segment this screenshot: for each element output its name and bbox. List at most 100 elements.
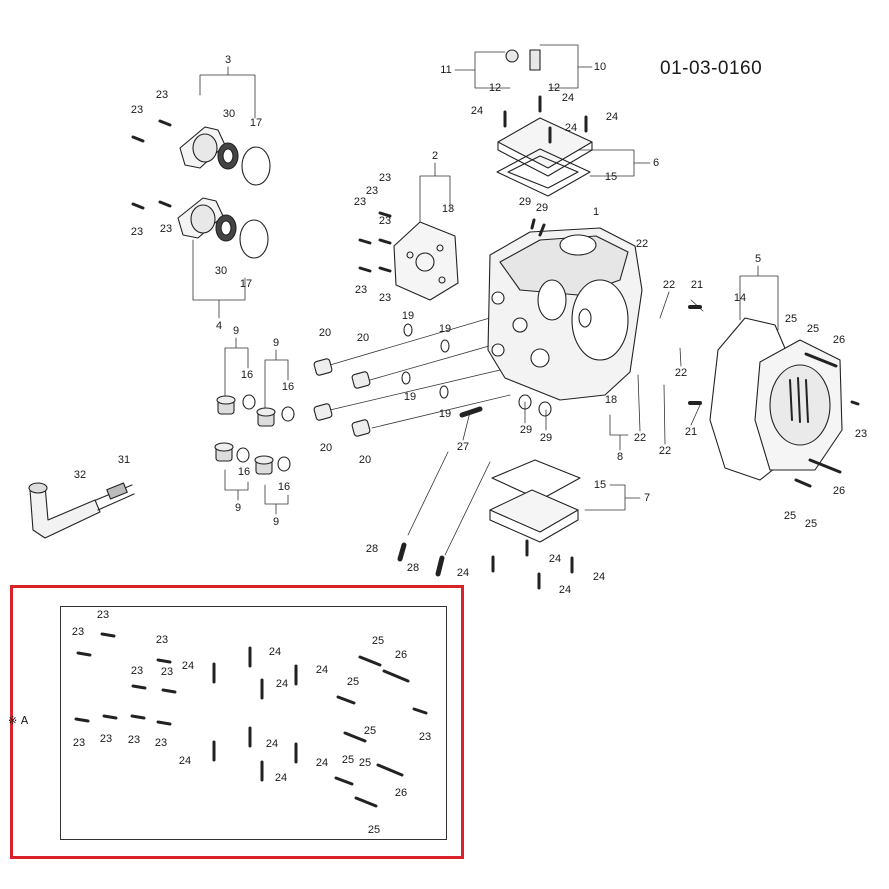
detail-a-highlight-frame — [10, 585, 464, 859]
callout-17: 17 — [239, 278, 253, 290]
callout-23: 23 — [72, 737, 86, 749]
callout-31: 31 — [117, 454, 131, 466]
callout-23: 23 — [159, 223, 173, 235]
callout-7: 7 — [643, 492, 651, 504]
callout-23: 23 — [154, 737, 168, 749]
callout-25: 25 — [804, 518, 818, 530]
top-cover-plate — [496, 49, 593, 197]
callout-22: 22 — [633, 432, 647, 444]
callout-25: 25 — [784, 313, 798, 325]
drain-plugs — [214, 394, 295, 475]
callout-25: 25 — [367, 824, 381, 836]
callout-23: 23 — [130, 226, 144, 238]
flange-assembly-lower — [131, 197, 269, 259]
callout-12: 12 — [547, 82, 561, 94]
callout-8: 8 — [616, 451, 624, 463]
callout-24: 24 — [605, 111, 619, 123]
callout-9: 9 — [234, 502, 242, 514]
callout-24: 24 — [564, 122, 578, 134]
side-plate — [358, 211, 459, 301]
flange-assembly-upper — [131, 119, 271, 186]
callout-12: 12 — [488, 82, 502, 94]
callout-23: 23 — [353, 196, 367, 208]
callout-23: 23 — [155, 634, 169, 646]
callout-22: 22 — [662, 279, 676, 291]
callout-21: 21 — [690, 279, 704, 291]
callout-25: 25 — [371, 635, 385, 647]
callout-25: 25 — [358, 757, 372, 769]
callout-20: 20 — [318, 327, 332, 339]
callout-15: 15 — [604, 171, 618, 183]
detail-a-fasteners — [74, 632, 428, 808]
callout-16: 16 — [240, 369, 254, 381]
side-cover — [688, 305, 860, 488]
leader-lines — [192, 44, 779, 556]
shafts — [313, 323, 552, 437]
callout-25: 25 — [341, 754, 355, 766]
callout-10: 10 — [593, 61, 607, 73]
callout-25: 25 — [806, 323, 820, 335]
callout-29: 29 — [518, 196, 532, 208]
detail-a-panel — [60, 606, 447, 840]
callout-26: 26 — [832, 334, 846, 346]
callout-9: 9 — [232, 325, 240, 337]
callout-23: 23 — [96, 609, 110, 621]
callout-17: 17 — [249, 117, 263, 129]
callout-23: 23 — [854, 428, 868, 440]
callout-23: 23 — [378, 215, 392, 227]
callout-1: 1 — [592, 206, 600, 218]
callout-22: 22 — [635, 238, 649, 250]
callout-23: 23 — [127, 734, 141, 746]
callout-24: 24 — [456, 567, 470, 579]
callout-23: 23 — [160, 666, 174, 678]
callout-18: 18 — [604, 394, 618, 406]
callout-23: 23 — [130, 104, 144, 116]
callout-14: 14 — [733, 292, 747, 304]
callout-16: 16 — [237, 466, 251, 478]
callout-25: 25 — [346, 676, 360, 688]
callout-24: 24 — [315, 757, 329, 769]
callout-9: 9 — [272, 516, 280, 528]
callout-24: 24 — [315, 664, 329, 676]
callout-20: 20 — [356, 332, 370, 344]
spark-plug-and-cap — [28, 482, 135, 539]
callout-20: 20 — [358, 454, 372, 466]
callout-23: 23 — [130, 665, 144, 677]
callout-24: 24 — [268, 646, 282, 658]
gear-case-body — [487, 218, 643, 401]
callout-30: 30 — [222, 108, 236, 120]
callout-19: 19 — [438, 408, 452, 420]
callout-19: 19 — [401, 310, 415, 322]
callout-25: 25 — [363, 725, 377, 737]
callout-19: 19 — [403, 391, 417, 403]
callout-22: 22 — [674, 367, 688, 379]
callout-30: 30 — [214, 265, 228, 277]
callout-23: 23 — [365, 185, 379, 197]
callout-32: 32 — [73, 469, 87, 481]
callout-28: 28 — [406, 562, 420, 574]
callout-9: 9 — [272, 337, 280, 349]
callout-4: 4 — [215, 320, 223, 332]
callout-23: 23 — [71, 626, 85, 638]
callout-23: 23 — [99, 733, 113, 745]
callout-22: 22 — [658, 445, 672, 457]
detail-a-marker: ※ A — [8, 714, 29, 727]
callout-29: 29 — [519, 424, 533, 436]
callout-24: 24 — [548, 553, 562, 565]
callout-6: 6 — [652, 157, 660, 169]
callout-28: 28 — [365, 543, 379, 555]
callout-2: 2 — [431, 150, 439, 162]
callout-24: 24 — [275, 678, 289, 690]
callout-16: 16 — [281, 381, 295, 393]
callout-11: 11 — [440, 64, 452, 76]
callout-24: 24 — [178, 755, 192, 767]
callout-24: 24 — [265, 738, 279, 750]
callout-20: 20 — [319, 442, 333, 454]
callout-15: 15 — [593, 479, 607, 491]
callout-24: 24 — [181, 660, 195, 672]
callout-21: 21 — [684, 426, 698, 438]
callout-23: 23 — [418, 731, 432, 743]
callout-24: 24 — [558, 584, 572, 596]
